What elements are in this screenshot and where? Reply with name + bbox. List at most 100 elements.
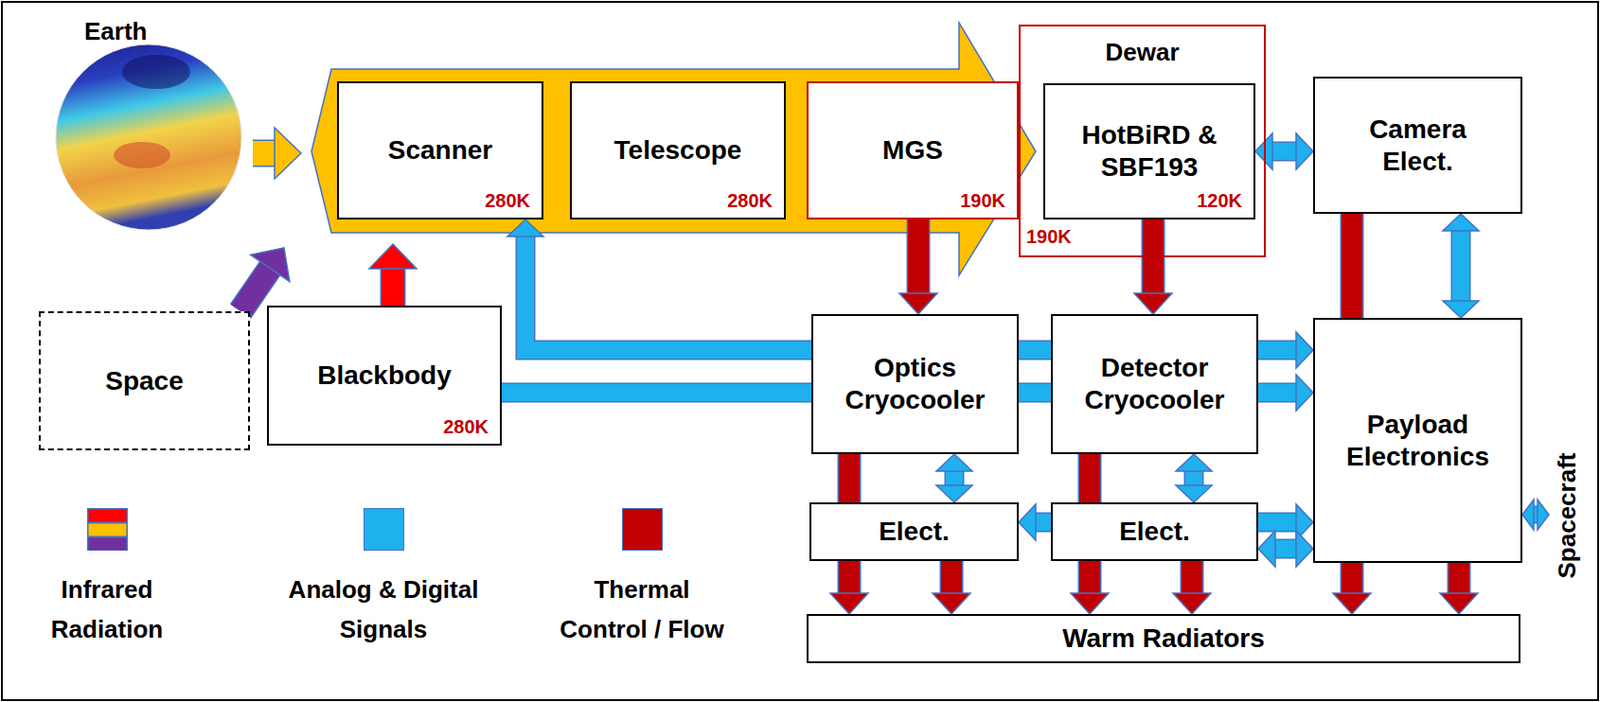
flow-arrow xyxy=(1351,213,1353,319)
temperature-label: 280K xyxy=(727,190,773,213)
legend-stripe xyxy=(88,523,128,538)
arrow-shaft xyxy=(907,219,929,295)
legend-swatch xyxy=(87,508,128,552)
process-box: Elect. xyxy=(1050,502,1259,562)
legend-stripe xyxy=(88,509,128,524)
arrow-head xyxy=(1440,593,1478,615)
arrow-head xyxy=(1173,593,1211,615)
flow-arrow xyxy=(1442,213,1479,319)
radiator-bar: Warm Radiators xyxy=(806,614,1521,664)
arrow-head xyxy=(1296,531,1314,568)
process-box: Detector Cryocooler xyxy=(1050,314,1259,455)
arrow-outline xyxy=(380,267,407,306)
arrow-shaft xyxy=(1452,230,1470,303)
arrow-outline xyxy=(1078,454,1103,503)
temperature-label: 190K xyxy=(1026,226,1072,249)
process-box: Telescope 280K xyxy=(569,81,786,220)
flow-arrow xyxy=(1258,332,1314,369)
arrow-outline xyxy=(1274,539,1298,560)
node-label: Blackbody xyxy=(317,359,452,392)
arrow-outline xyxy=(525,235,812,351)
arrow-outline xyxy=(1258,513,1298,534)
node-label: Warm Radiators xyxy=(1062,622,1265,656)
flow-arrow xyxy=(932,561,971,615)
arrow-shaft xyxy=(252,141,276,166)
process-box: Scanner280K xyxy=(337,81,544,220)
node-label: Scanner xyxy=(388,134,494,167)
arrow-outline xyxy=(1184,470,1205,487)
node-label: Space xyxy=(105,365,184,398)
arrow-head xyxy=(899,293,938,315)
arrow-head xyxy=(507,219,544,237)
process-box: Camera Elect. xyxy=(1313,76,1523,214)
flow-arrow xyxy=(1333,563,1371,615)
arrow-outline xyxy=(837,561,862,595)
flow-arrow xyxy=(1018,350,1051,352)
arrow-head xyxy=(936,485,973,503)
node-label: MGS xyxy=(882,134,943,167)
flow-arrow xyxy=(1070,561,1109,615)
node-label: Payload Electronics xyxy=(1333,408,1502,473)
arrow-head xyxy=(1255,133,1273,170)
node-label: Earth xyxy=(84,17,147,47)
flow-arrow xyxy=(849,454,851,503)
temperature-label: 280K xyxy=(443,416,489,439)
earth-illustration xyxy=(52,13,251,232)
arrow-head xyxy=(936,454,973,472)
legend-stripe xyxy=(88,537,128,552)
node-label: Elect. xyxy=(1119,515,1191,549)
flow-arrow xyxy=(1258,374,1314,411)
arrow-shaft xyxy=(1079,454,1101,503)
process-box: MGS190K xyxy=(806,81,1019,220)
arrow-shaft xyxy=(1079,561,1101,595)
flow-arrow xyxy=(1018,504,1051,541)
arrow-shaft xyxy=(1185,470,1203,487)
arrow-outline xyxy=(944,470,965,487)
flow-arrow xyxy=(1173,561,1211,615)
temperature-label: 120K xyxy=(1196,190,1243,213)
arrow-shaft xyxy=(945,470,963,487)
node-label: Telescope xyxy=(614,134,743,167)
flow-arrow xyxy=(1440,563,1478,615)
flow-arrow xyxy=(1018,392,1051,394)
arrow-head xyxy=(1442,213,1479,232)
arrow-head xyxy=(1442,301,1479,319)
arrow-shaft xyxy=(1258,514,1298,532)
arrow-outline xyxy=(1258,340,1298,361)
arrow-outline xyxy=(501,383,812,404)
flow-arrow xyxy=(1089,454,1091,503)
flow-arrow xyxy=(252,127,302,179)
flow-arrow xyxy=(936,454,973,503)
arrow-outline xyxy=(252,140,276,168)
arrow-shaft xyxy=(1341,563,1363,595)
arrow-outline xyxy=(1447,563,1472,595)
vertical-label: Spacecraft xyxy=(1548,435,1587,597)
arrow-head xyxy=(1522,499,1534,531)
arrow-outline xyxy=(1018,340,1051,361)
arrow-head xyxy=(932,593,971,615)
flow-arrow xyxy=(369,244,417,306)
node-label: Optics Cryocooler xyxy=(832,352,998,416)
arrow-shaft xyxy=(838,561,860,595)
arrow-head xyxy=(1175,485,1212,503)
flow-arrow xyxy=(1134,219,1173,315)
arrow-shaft xyxy=(1448,563,1470,595)
flow-arrow xyxy=(1175,454,1212,503)
arrow-shaft xyxy=(1341,213,1363,319)
arrow-head xyxy=(1296,332,1314,369)
node-label: Elect. xyxy=(878,515,950,549)
arrow-outline xyxy=(1340,563,1365,595)
flow-arrow xyxy=(1258,531,1314,568)
arrow-shaft xyxy=(941,561,962,595)
arrow-head xyxy=(1018,504,1036,541)
arrow-head xyxy=(369,244,417,269)
arrow-head xyxy=(1175,454,1212,472)
detector-box: HotBiRD & SBF193120K xyxy=(1043,83,1256,220)
arrow-head xyxy=(1070,593,1109,615)
arrow-head xyxy=(250,248,290,283)
flow-arrow xyxy=(507,219,812,351)
arrow-shaft xyxy=(381,267,405,306)
arrow-shaft xyxy=(1181,561,1203,595)
arrow-outline xyxy=(837,454,862,503)
